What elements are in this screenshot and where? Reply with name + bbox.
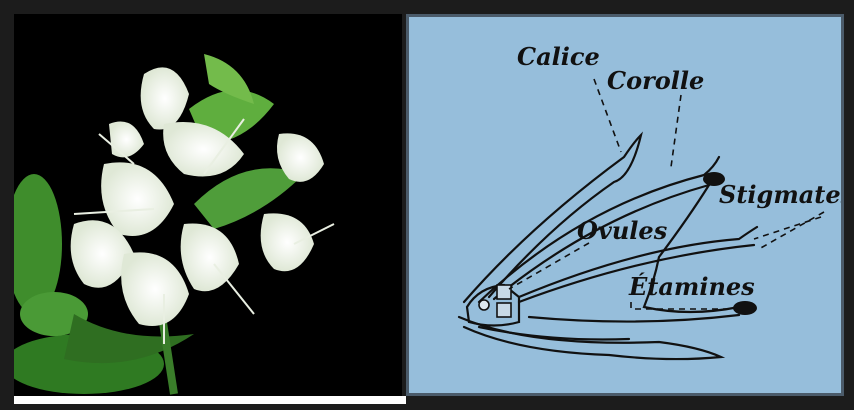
basil-flower-illustration: [14, 14, 402, 396]
corolla-lower-lip: [459, 317, 721, 359]
label-corolle: Corolle: [607, 66, 704, 95]
calyx-lower: [479, 327, 629, 340]
diagram-drawing: Calice Corolle Stigmates Ovules Étamines: [409, 17, 841, 393]
anther-tip: [733, 301, 757, 315]
bottom-white-strip: [14, 396, 406, 404]
flower-anatomy-diagram: Calice Corolle Stigmates Ovules Étamines: [406, 14, 844, 396]
stamen-filament-lower: [529, 315, 739, 322]
label-calice: Calice: [517, 42, 600, 71]
basil-flower-photo: [14, 14, 402, 396]
label-ovules: Ovules: [577, 216, 668, 245]
label-etamines: Étamines: [628, 272, 755, 301]
label-stigmates: Stigmates: [719, 180, 841, 209]
